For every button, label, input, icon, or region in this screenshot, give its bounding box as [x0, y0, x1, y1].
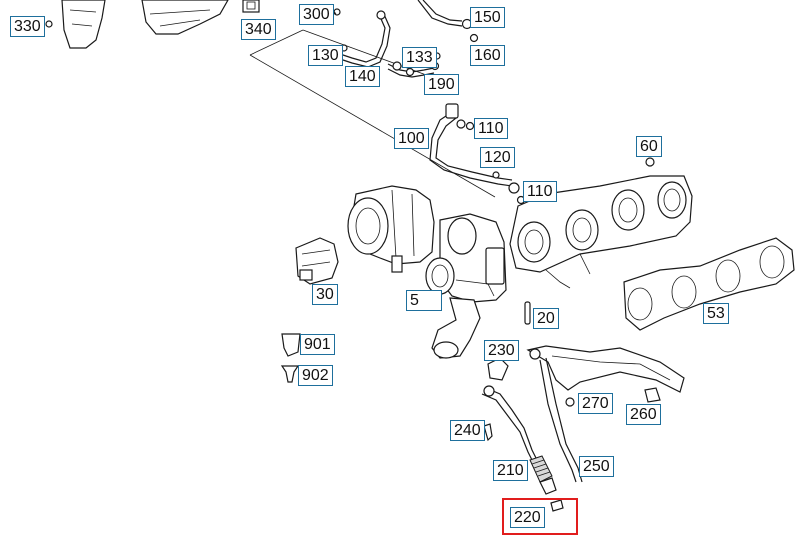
part-5-turbocharger: [347, 185, 507, 359]
part-150-160-fitting: [417, 0, 479, 43]
callout-300[interactable]: 300: [299, 4, 334, 25]
callout-5[interactable]: 5: [406, 290, 442, 311]
callout-110-lower[interactable]: 110: [523, 181, 557, 202]
part-20-stud: [524, 301, 531, 325]
callout-902[interactable]: 902: [298, 365, 333, 386]
callout-230[interactable]: 230: [484, 340, 519, 361]
callout-53[interactable]: 53: [703, 303, 729, 324]
part-220-gasket: [550, 499, 564, 512]
callout-140[interactable]: 140: [345, 66, 380, 87]
callout-30[interactable]: 30: [312, 284, 338, 305]
callout-330[interactable]: 330: [10, 16, 45, 37]
callout-120[interactable]: 120: [480, 147, 515, 168]
part-901-902-fasteners: [280, 333, 301, 383]
part-30-actuator: [295, 237, 339, 285]
part-230-240-drain: [481, 357, 539, 465]
callout-250[interactable]: 250: [579, 456, 614, 477]
part-210-flex-hose: [529, 455, 557, 495]
part-53-manifold-gasket: [623, 237, 795, 331]
callout-133[interactable]: 133: [402, 47, 437, 68]
part-340-heat-shield: [141, 0, 260, 35]
part-exhaust-manifold: [509, 157, 693, 289]
callout-901[interactable]: 901: [300, 334, 335, 355]
callout-20[interactable]: 20: [533, 308, 559, 329]
callout-60[interactable]: 60: [636, 136, 662, 157]
callout-210[interactable]: 210: [493, 460, 528, 481]
part-250-support-bracket: [526, 345, 685, 483]
callout-270[interactable]: 270: [578, 393, 613, 414]
callout-110-upper[interactable]: 110: [474, 118, 508, 139]
callout-220[interactable]: 220: [510, 507, 545, 528]
callout-260[interactable]: 260: [626, 404, 661, 425]
part-100-return-pipe: [429, 103, 526, 205]
callout-150[interactable]: 150: [470, 7, 505, 28]
part-330-bracket: [45, 0, 106, 49]
callout-100[interactable]: 100: [394, 128, 429, 149]
callout-340[interactable]: 340: [241, 19, 276, 40]
callout-190[interactable]: 190: [424, 74, 459, 95]
callout-130[interactable]: 130: [308, 45, 343, 66]
callout-240[interactable]: 240: [450, 420, 485, 441]
callout-160[interactable]: 160: [470, 45, 505, 66]
